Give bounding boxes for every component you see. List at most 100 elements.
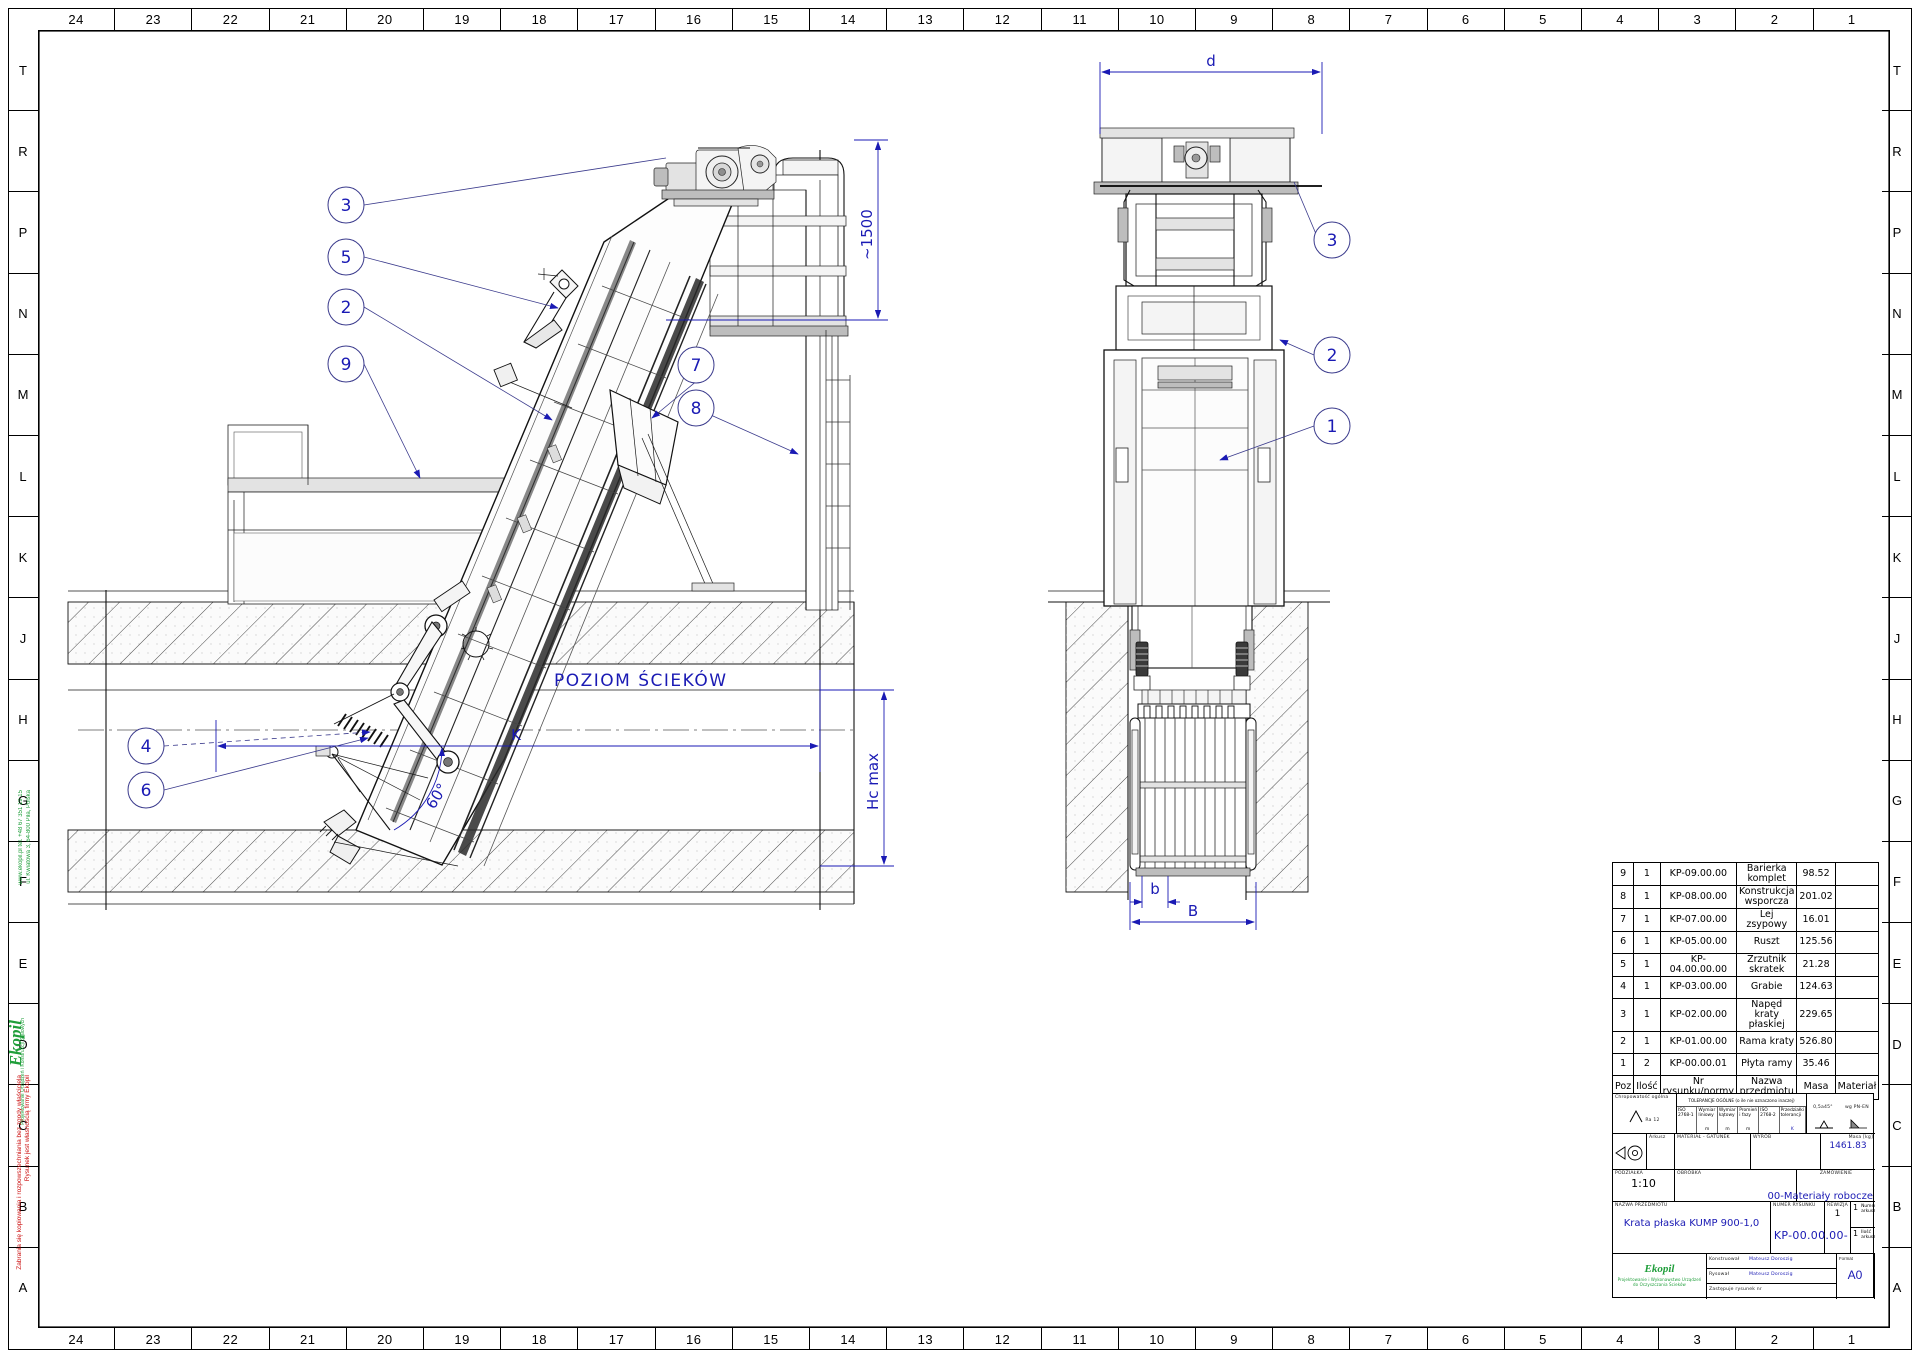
margin-contact: www.ekopil.pl tel. +48 67 351 19 15: [18, 790, 24, 885]
callout-balloon-9[interactable]: 9: [327, 345, 365, 383]
hydraulic-cylinders: [1133, 641, 1251, 691]
zone-label: G: [1882, 761, 1912, 842]
zone-label: 11: [1042, 1328, 1119, 1350]
tb-sheet-count-label: Ilość arkuszy: [1861, 1230, 1875, 1240]
bom-qty: 2: [1633, 1052, 1661, 1076]
dim-1500-text: ~1500: [858, 209, 876, 260]
zone-label: 22: [192, 8, 270, 30]
tb-surface-label: Chropowatość ogólna: [1615, 1095, 1669, 1100]
tb-drawing-no-value-wrap: KP-00.00.00-: [1763, 1224, 1859, 1243]
dim-b-text: b: [1150, 880, 1160, 898]
callout-balloon-6[interactable]: 6: [127, 771, 165, 809]
front-view: [1048, 127, 1330, 900]
tb-sheet-number-cell: 1 Numer arkusza: [1851, 1202, 1875, 1228]
callout-balloon-3[interactable]: 3: [1313, 221, 1351, 259]
zone-label: 14: [810, 1328, 888, 1350]
zone-label: 19: [424, 8, 502, 30]
bom-pos: 2: [1611, 1030, 1635, 1054]
bom-material: [1834, 952, 1880, 977]
tb-drawing-no-label: NUMER RYSUNKU: [1773, 1203, 1816, 1208]
weld-symbol-icon: [1815, 1120, 1833, 1129]
bom-drawing-no: KP-05.00.00: [1659, 930, 1738, 954]
tb-revision-cell: REWIZJA 1: [1825, 1202, 1851, 1254]
bom-drawing-no: KP-02.00.00: [1659, 997, 1738, 1032]
tb-tolerance-subcell: ISO 2768-1: [1677, 1107, 1698, 1133]
tb-tolerance-sublabel: ISO 2768-1: [1678, 1108, 1694, 1118]
tb-scale-cell: PODZIAŁKA 1:10: [1613, 1170, 1675, 1202]
bom-qty: 1: [1633, 930, 1661, 954]
drive-unit-side: [653, 145, 777, 207]
zone-label: P: [8, 192, 38, 274]
zone-label: 4: [1582, 1328, 1660, 1350]
callout-balloon-label: 4: [141, 737, 152, 757]
zone-label: 3: [1659, 1328, 1737, 1350]
tb-scale-label: PODZIAŁKA: [1615, 1171, 1644, 1176]
zone-label: R: [1882, 111, 1912, 193]
callout-balloon-1[interactable]: 1: [1313, 407, 1351, 445]
zone-label: 24: [38, 8, 116, 30]
bom-mass: 98.52: [1796, 862, 1836, 886]
bom-pos: 9: [1611, 862, 1635, 886]
callout-balloon-label: 1: [1327, 417, 1338, 437]
bom-material: [1834, 930, 1880, 954]
bom-name: Lej zsypowy: [1736, 907, 1798, 932]
rake-mechanism: [315, 580, 494, 841]
tb-weld-cell: 0,5a45° wg PN-EN: [1807, 1094, 1875, 1134]
sewage-level-label: POZIOM ŚCIEKÓW: [554, 669, 728, 691]
tb-treatment-cell: OBRÓBKA: [1675, 1170, 1797, 1202]
bom-qty: 1: [1633, 907, 1661, 932]
bom-qty: 1: [1633, 997, 1661, 1032]
callout-balloon-label: 6: [141, 781, 152, 801]
callout-balloon-8[interactable]: 8: [677, 389, 715, 427]
bom-mass: 124.63: [1796, 975, 1836, 999]
tb-tolerance-sublabel: ISO 2768-2: [1760, 1108, 1776, 1118]
zone-label: 22: [192, 1328, 270, 1350]
zone-label: 21: [270, 1328, 347, 1350]
zone-label: 18: [501, 8, 579, 30]
zone-label: 3: [1659, 8, 1737, 30]
zone-label: A: [1892, 1280, 1902, 1296]
zone-label: 13: [887, 8, 965, 30]
callout-balloon-5[interactable]: 5: [327, 238, 365, 276]
tb-mass-label: Masa [kg]: [1848, 1135, 1873, 1140]
bom-material: [1834, 997, 1880, 1032]
bom-qty: 1: [1633, 1030, 1661, 1054]
tb-sheet-number-value: 1: [1853, 1203, 1859, 1212]
callout-balloon-7[interactable]: 7: [677, 346, 715, 384]
tb-format-label: Format: [1839, 1256, 1853, 1261]
callout-balloon-3[interactable]: 3: [327, 186, 365, 224]
tb-order-cell: ZAMÓWIENIE: [1797, 1170, 1875, 1202]
surface-finish-icon: [1629, 1109, 1643, 1123]
zone-label: 7: [1350, 1328, 1428, 1350]
zone-label: L: [1882, 436, 1912, 518]
tb-mass-value: 1461.83: [1829, 1141, 1867, 1151]
zone-label: 4: [1582, 8, 1660, 30]
bom-qty: 1: [1633, 975, 1661, 999]
tb-sheet-label: Arkusz: [1649, 1135, 1666, 1140]
zone-label: 10: [1119, 8, 1197, 30]
tb-drawer-row: Rysował Mateusz Doroszig: [1707, 1269, 1837, 1284]
zone-label: 12: [964, 1328, 1042, 1350]
zone-label: 5: [1505, 1328, 1583, 1350]
bom-pos: 6: [1611, 930, 1635, 954]
callout-balloon-2[interactable]: 2: [327, 288, 365, 326]
callout-balloon-2[interactable]: 2: [1313, 336, 1351, 374]
tb-drawing-no-value: KP-00.00.00-: [1773, 1229, 1849, 1242]
tb-order-value: 00-Materiały robocze: [1767, 1191, 1874, 1202]
bom-drawing-no: KP-00.00.01: [1659, 1052, 1738, 1076]
tb-logo-cell: Ekopil Projektowanie i Wykonawstwo Urząd…: [1613, 1254, 1707, 1299]
zone-label: K: [8, 517, 38, 599]
zone-label: P: [1882, 192, 1912, 274]
callout-balloon-4[interactable]: 4: [127, 727, 165, 765]
margin-copyright-2: Zabrania się kopiowania i rozpowszechnia…: [16, 1075, 23, 1270]
tb-format-cell: Format A0: [1836, 1253, 1874, 1298]
bom-material: [1834, 1030, 1880, 1054]
